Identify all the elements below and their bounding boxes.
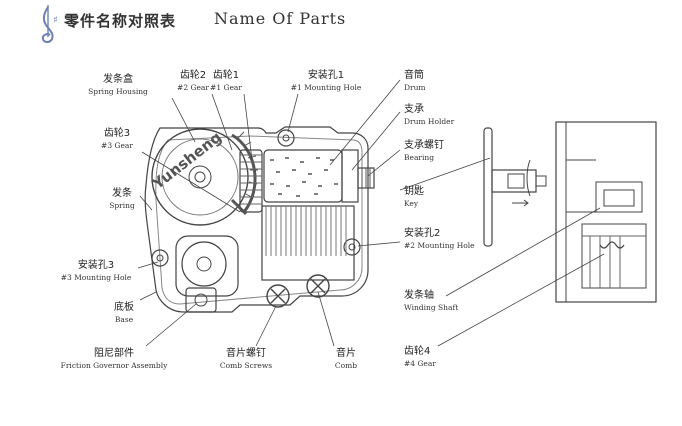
title-cn: 零件名称对照表 bbox=[64, 12, 177, 30]
label-gear1: 齿轮1 #1 Gear bbox=[210, 70, 242, 92]
label-winding-shaft: 发条轴 Winding Shaft bbox=[404, 290, 459, 312]
label-drum-holder: 支承 Drum Holder bbox=[404, 104, 455, 126]
title-en: Name Of Parts bbox=[214, 9, 347, 28]
base-plate-outline bbox=[144, 126, 369, 313]
label-base: 底板 Base bbox=[114, 302, 134, 324]
music-note-icon: ♯ bbox=[41, 5, 58, 43]
leader-lines bbox=[137, 79, 605, 347]
label-spring: 发条 Spring bbox=[109, 188, 135, 210]
side-view bbox=[483, 121, 657, 303]
label-bearing: 支承螺钉 Bearing bbox=[404, 140, 444, 162]
label-friction-governor: 阻尼部件 Friction Governor Assembly bbox=[60, 348, 168, 370]
logo-text: Yunsheng bbox=[148, 128, 225, 193]
spring-housing-shape bbox=[151, 128, 249, 226]
label-hole2: 安装孔2 #2 Mounting Hole bbox=[404, 228, 475, 250]
label-hole3: 安装孔3 #3 Mounting Hole bbox=[60, 260, 132, 282]
label-hole1: 安装孔1 #1 Mounting Hole bbox=[290, 70, 362, 92]
svg-text:♯: ♯ bbox=[53, 15, 58, 26]
drum-shape bbox=[263, 149, 343, 203]
label-spring-housing: 发条盒 Spring Housing bbox=[88, 74, 148, 96]
label-gear4: 齿轮4 #4 Gear bbox=[404, 346, 436, 368]
label-comb-screws: 音片螺钉 Comb Screws bbox=[219, 348, 273, 370]
label-gear2a: 齿轮2 #2 Gear bbox=[177, 70, 209, 92]
label-key: 钥匙 Key bbox=[404, 186, 424, 208]
label-gear3: 齿轮3 #3 Gear bbox=[101, 128, 133, 150]
label-drum: 音筒 Drum bbox=[404, 70, 426, 92]
governor-shape bbox=[175, 235, 239, 297]
label-comb: 音片 Comb bbox=[334, 348, 358, 370]
